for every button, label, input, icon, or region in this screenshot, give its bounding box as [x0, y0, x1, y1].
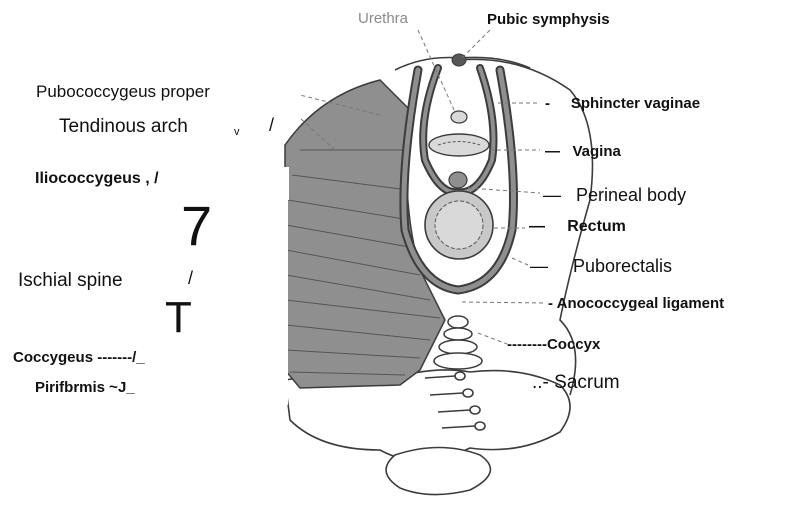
label-vagina: — Vagina — [545, 144, 621, 159]
label-tendinous-arch: Tendinous arch — [59, 117, 188, 136]
label-ischial-spine: Ischial spine — [18, 271, 123, 290]
coccyx-segment-1 — [448, 316, 468, 328]
label-sphincter-vaginae: - Sphincter vaginae — [545, 96, 700, 111]
coccyx-segment-2 — [444, 328, 472, 340]
label-iliococcygeus: Iliococcygeus , / — [35, 171, 159, 187]
label-piriformis: Pirifbrmis ~J_ — [35, 380, 135, 395]
coccyx-segment-3 — [439, 340, 477, 354]
label-coccyx: --------Coccyx — [507, 337, 600, 352]
label-sacrum: ..- Sacrum — [532, 373, 620, 392]
label-puborectalis: — Puborectalis — [530, 257, 672, 275]
label-urethra: Urethra — [358, 11, 408, 26]
label-rectum: — Rectum — [529, 219, 626, 235]
rectum-inner-ring — [435, 201, 483, 249]
urethra-opening — [451, 111, 467, 123]
leader-urethra — [418, 30, 455, 112]
label-perineal-body: — Perineal body — [543, 186, 686, 204]
label-pubococcygeus-proper: Pubococcygeus proper — [36, 83, 210, 100]
label-mask-main — [0, 200, 288, 405]
label-ischial-spine-slash: / — [188, 269, 193, 287]
leader-anococcygeal — [462, 302, 545, 303]
leader-pubic-symphysis — [462, 30, 490, 58]
label-anococcygeal-ligament: - Anococcygeal ligament — [548, 296, 724, 311]
label-pubic-symphysis: Pubic symphysis — [487, 12, 610, 27]
vertebral-body — [386, 448, 490, 495]
label-big-seven: 7 — [181, 198, 212, 254]
label-coccygeus: Coccygeus -------/_ — [13, 350, 145, 365]
label-tendinous-arch-slash: / — [269, 116, 274, 134]
label-tendinous-arch-mark: v — [234, 127, 240, 138]
label-big-t: T — [165, 296, 192, 340]
leader-perineal — [468, 188, 540, 193]
perineal-body-node — [449, 172, 467, 188]
leader-puborectalis — [512, 258, 528, 265]
coccyx-segment-4 — [434, 353, 482, 369]
leader-coccyx — [478, 333, 507, 344]
